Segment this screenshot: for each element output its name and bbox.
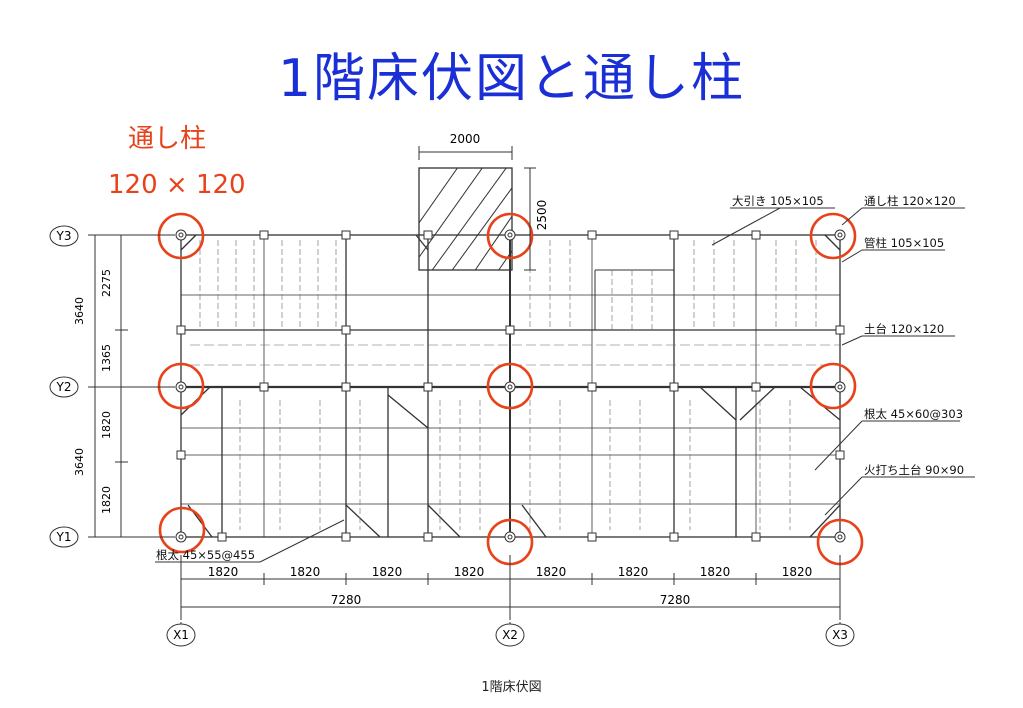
span-dim: 1820 (700, 565, 731, 579)
axis-y3: Y3 (56, 229, 72, 243)
dim-outer-upper: 3640 (73, 297, 86, 325)
brace (180, 234, 197, 251)
brace (739, 386, 776, 421)
axis-x3: X3 (832, 628, 848, 642)
half-dim: 7280 (331, 593, 362, 607)
highlight-circle (486, 362, 534, 410)
label-oobiki: 大引き 105×105 (732, 194, 824, 208)
dim-width: 2000 (450, 132, 481, 146)
highlight-circle (157, 212, 205, 260)
brace (809, 504, 841, 538)
span-dim: 1820 (372, 565, 403, 579)
highlight-circle (157, 362, 205, 410)
left-dimension-lines (88, 234, 175, 538)
column-markers (176, 230, 845, 542)
axis-x2: X2 (502, 628, 518, 642)
brace (824, 234, 841, 251)
label-hiuchi: 火打ち土台 90×90 (864, 463, 964, 477)
brace (427, 504, 461, 538)
bottom-dim-labels: 1820 1820 1820 1820 1820 1820 1820 1820 … (208, 565, 813, 607)
dim-d1: 2275 (100, 269, 113, 297)
span-dim: 1820 (208, 565, 239, 579)
span-dim: 1820 (782, 565, 813, 579)
span-dim: 1820 (454, 565, 485, 579)
highlight-circle (809, 212, 857, 260)
top-dimension-lines (418, 146, 536, 271)
joists (190, 240, 840, 530)
projection-hatch (419, 168, 512, 270)
half-dim: 7280 (660, 593, 691, 607)
highlight-circles (157, 212, 864, 566)
dim-d2: 1365 (100, 344, 113, 372)
label-neda: 根太 45×60@303 (864, 407, 963, 421)
span-dim: 1820 (290, 565, 321, 579)
axis-y1: Y1 (56, 530, 72, 544)
label-neda-lower: 根太 45×55@455 (156, 548, 255, 562)
span-dim: 1820 (618, 565, 649, 579)
y-axis-markers: Y3 Y2 Y1 (49, 225, 79, 548)
span-dim: 1820 (536, 565, 567, 579)
brace (387, 394, 429, 429)
axis-y2: Y2 (56, 380, 72, 394)
highlight-circle (486, 212, 534, 260)
dim-outer-lower: 3640 (73, 448, 86, 476)
x-axis-markers: X1 X2 X3 (166, 623, 855, 647)
bottom-dimension-lines (180, 555, 841, 630)
right-labels: 大引き 105×105 通し柱 120×120 管柱 105×105 土台 12… (156, 194, 964, 562)
label-kudabashira: 管柱 105×105 (864, 236, 944, 250)
highlight-circle (158, 506, 206, 554)
brace (699, 386, 737, 421)
pillar-callout-name: 通し柱 (128, 124, 207, 154)
dim-d4: 1820 (100, 486, 113, 514)
axis-x1: X1 (173, 628, 189, 642)
left-dim-labels: 3640 3640 2275 1365 1820 1820 (73, 269, 113, 514)
leader-lines (155, 207, 975, 563)
dim-d3: 1820 (100, 411, 113, 439)
diagram-caption: 1階床伏図 (481, 680, 542, 695)
page-title: 1階床伏図と通し柱 (277, 49, 746, 109)
highlight-circle (809, 362, 857, 410)
pillar-callout-size: 120 × 120 (108, 170, 246, 200)
through-pillar-marks (175, 229, 846, 543)
dim-height: 2500 (535, 200, 549, 231)
label-dodai: 土台 120×120 (864, 322, 944, 336)
brace (345, 504, 381, 538)
projection-box (418, 167, 513, 271)
label-toshibashira: 通し柱 120×120 (864, 194, 956, 208)
brace (521, 504, 547, 538)
